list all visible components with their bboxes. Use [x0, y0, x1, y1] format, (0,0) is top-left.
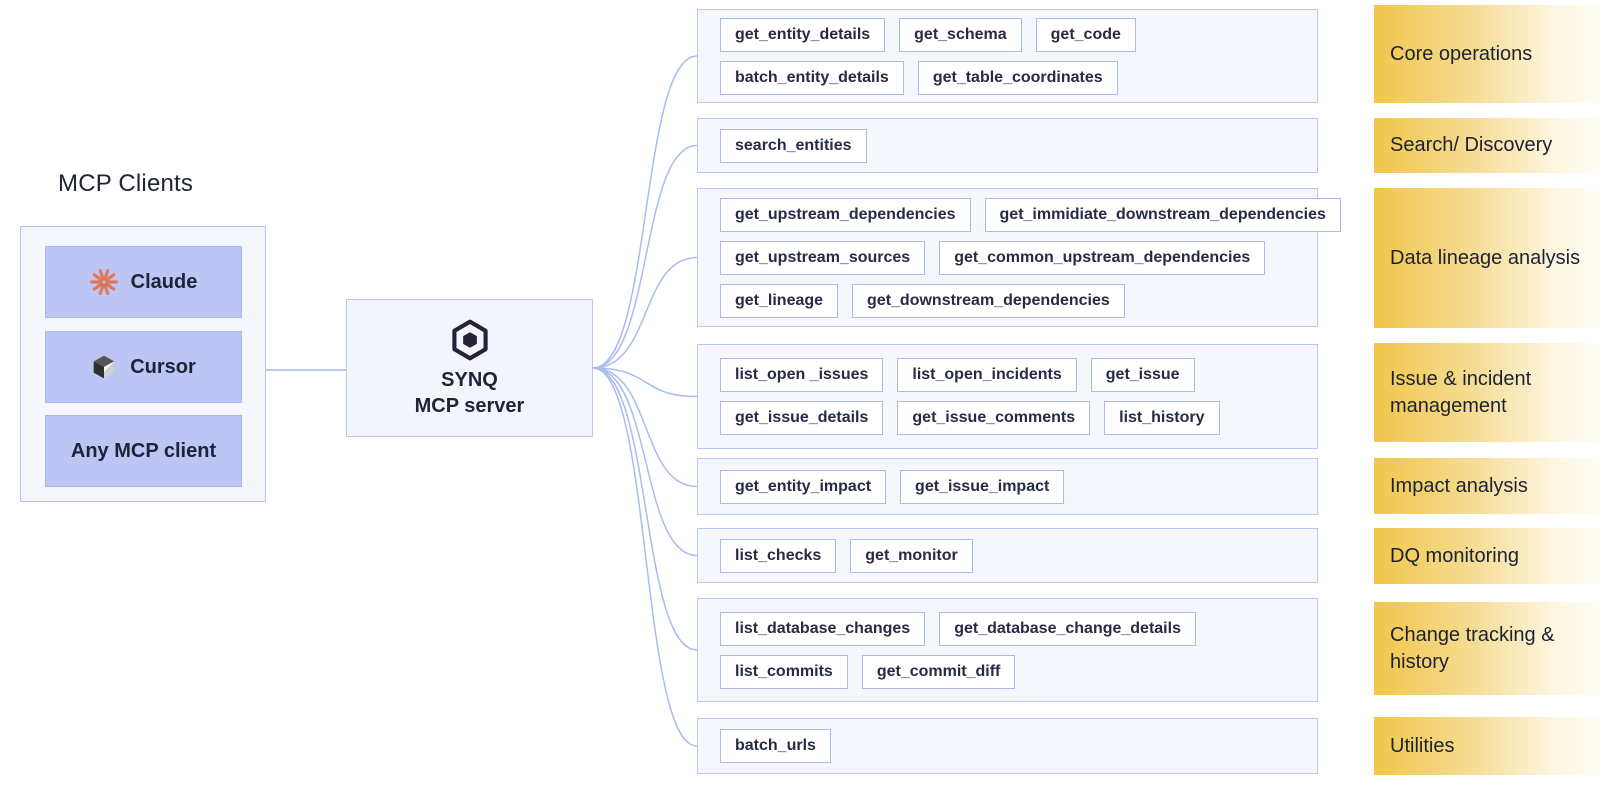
category-label-impact-analysis: Impact analysis: [1374, 458, 1600, 514]
tool-box-batch_urls: batch_urls: [720, 729, 831, 763]
tool-box-get_monitor: get_monitor: [850, 538, 973, 573]
tool-row: list_database_changes get_database_change…: [720, 611, 1317, 646]
tool-box-get_upstream_dependencies: get_upstream_dependencies: [720, 197, 971, 232]
client-any-mcp-label: Any MCP client: [70, 439, 217, 462]
category-label-dq-monitoring: DQ monitoring: [1374, 528, 1600, 584]
tool-box-get_table_coordinates: get_table_coordinates: [917, 60, 1118, 95]
tool-row: get_upstream_sources get_common_upstream_…: [720, 240, 1317, 275]
tool-box-get_common_upstream_dependencies: get_common_upstream_dependencies: [939, 240, 1266, 275]
tool-row: list_open _issues list_open_incidents get_…: [720, 358, 1317, 392]
tool-box-get_upstream_sources: get_upstream_sources: [720, 240, 926, 275]
category-label-search-discovery: Search/ Discovery: [1374, 118, 1600, 173]
tool-box-get_issue_details: get_issue_details: [720, 401, 884, 435]
tool-group-search-discovery: search_entities: [697, 118, 1318, 173]
client-claude-label: Claude: [130, 270, 198, 293]
tool-group-impact-analysis: get_entity_impact get_issue_impact: [697, 458, 1318, 515]
tool-row: batch_entity_details get_table_coordinate…: [720, 60, 1317, 95]
tool-group-data-lineage-analysis: get_upstream_dependencies get_immidiate_d…: [697, 188, 1341, 327]
tool-box-get_entity_impact: get_entity_impact: [720, 469, 887, 504]
tool-box-get_immidiate_downstream_dependencies: get_immidiate_downstream_dependencies: [984, 197, 1341, 232]
clients-panel-title: MCP Clients: [58, 170, 194, 197]
server-name: SYNQ MCP server: [415, 367, 525, 419]
synq-hexagon-icon: [448, 318, 492, 362]
tool-row: get_entity_impact get_issue_impact: [720, 469, 1317, 504]
tool-box-get_schema: get_schema: [899, 17, 1022, 52]
tool-box-search_entities: search_entities: [720, 128, 867, 163]
tool-row: get_entity_details get_schema get_code: [720, 17, 1317, 52]
tool-box-batch_entity_details: batch_entity_details: [720, 60, 904, 95]
tool-row: get_issue_details get_issue_comments list_…: [720, 401, 1317, 435]
category-label-utilities: Utilities: [1374, 717, 1600, 775]
tool-box-get_issue_comments: get_issue_comments: [897, 401, 1091, 435]
server-name-line2: MCP server: [414, 394, 525, 417]
tool-box-get_code: get_code: [1035, 17, 1136, 52]
connector-server-to-group-2: [592, 256, 698, 369]
claude-starburst-icon: [89, 268, 118, 296]
category-label-data-lineage-analysis: Data lineage analysis: [1374, 188, 1600, 328]
connector-server-to-group-6: [592, 367, 698, 651]
synq-mcp-server-node: SYNQ MCP server: [346, 299, 593, 437]
tool-box-list_open_incidents: list_open_incidents: [897, 358, 1077, 392]
tool-group-issue-incident-management: list_open _issues list_open_incidents get_…: [697, 344, 1318, 449]
tool-box-get_issue_impact: get_issue_impact: [900, 469, 1065, 504]
clients-panel: Claude Cursor Any MCP client: [20, 226, 266, 502]
tool-box-list_commits: list_commits: [720, 654, 848, 689]
tool-box-get_database_change_details: get_database_change_details: [939, 611, 1196, 646]
tool-box-list_open _issues: list_open _issues: [720, 358, 884, 392]
tool-row: batch_urls: [720, 729, 1317, 763]
tool-group-dq-monitoring: list_checks get_monitor: [697, 528, 1318, 583]
client-cursor-label: Cursor: [130, 355, 196, 378]
tool-row: list_checks get_monitor: [720, 538, 1317, 573]
tool-box-get_downstream_dependencies: get_downstream_dependencies: [852, 283, 1125, 318]
tool-row: search_entities: [720, 128, 1317, 163]
tool-box-get_issue: get_issue: [1090, 358, 1195, 392]
tool-row: get_upstream_dependencies get_immidiate_d…: [720, 197, 1341, 232]
tool-group-change-tracking-history: list_database_changes get_database_change…: [697, 598, 1318, 702]
client-cursor: Cursor: [45, 331, 242, 403]
client-any-mcp: Any MCP client: [45, 415, 242, 487]
category-label-issue-incident-management: Issue & incident management: [1374, 343, 1600, 442]
connector-server-to-group-5: [592, 367, 698, 557]
tool-row: list_commits get_commit_diff: [720, 654, 1317, 689]
cursor-cube-icon: [91, 354, 117, 380]
tool-box-get_lineage: get_lineage: [720, 283, 839, 318]
connector-server-to-group-7: [592, 367, 698, 747]
category-label-core-operations: Core operations: [1374, 5, 1600, 103]
connector-server-to-group-4: [592, 367, 698, 488]
tool-row: get_lineage get_downstream_dependencies: [720, 283, 1317, 318]
tool-box-list_database_changes: list_database_changes: [720, 611, 926, 646]
server-name-line1: SYNQ: [441, 368, 498, 391]
category-label-change-tracking-history: Change tracking & history: [1374, 602, 1600, 695]
client-claude: Claude: [45, 246, 242, 318]
tool-box-get_entity_details: get_entity_details: [720, 17, 886, 52]
tool-box-get_commit_diff: get_commit_diff: [861, 654, 1016, 689]
connector-server-to-group-1: [592, 144, 698, 369]
tool-box-list_history: list_history: [1104, 401, 1220, 435]
tool-box-list_checks: list_checks: [720, 538, 837, 573]
connector-server-to-group-0: [592, 55, 698, 369]
connector-server-to-group-3: [592, 367, 698, 398]
tool-group-utilities: batch_urls: [697, 718, 1318, 774]
